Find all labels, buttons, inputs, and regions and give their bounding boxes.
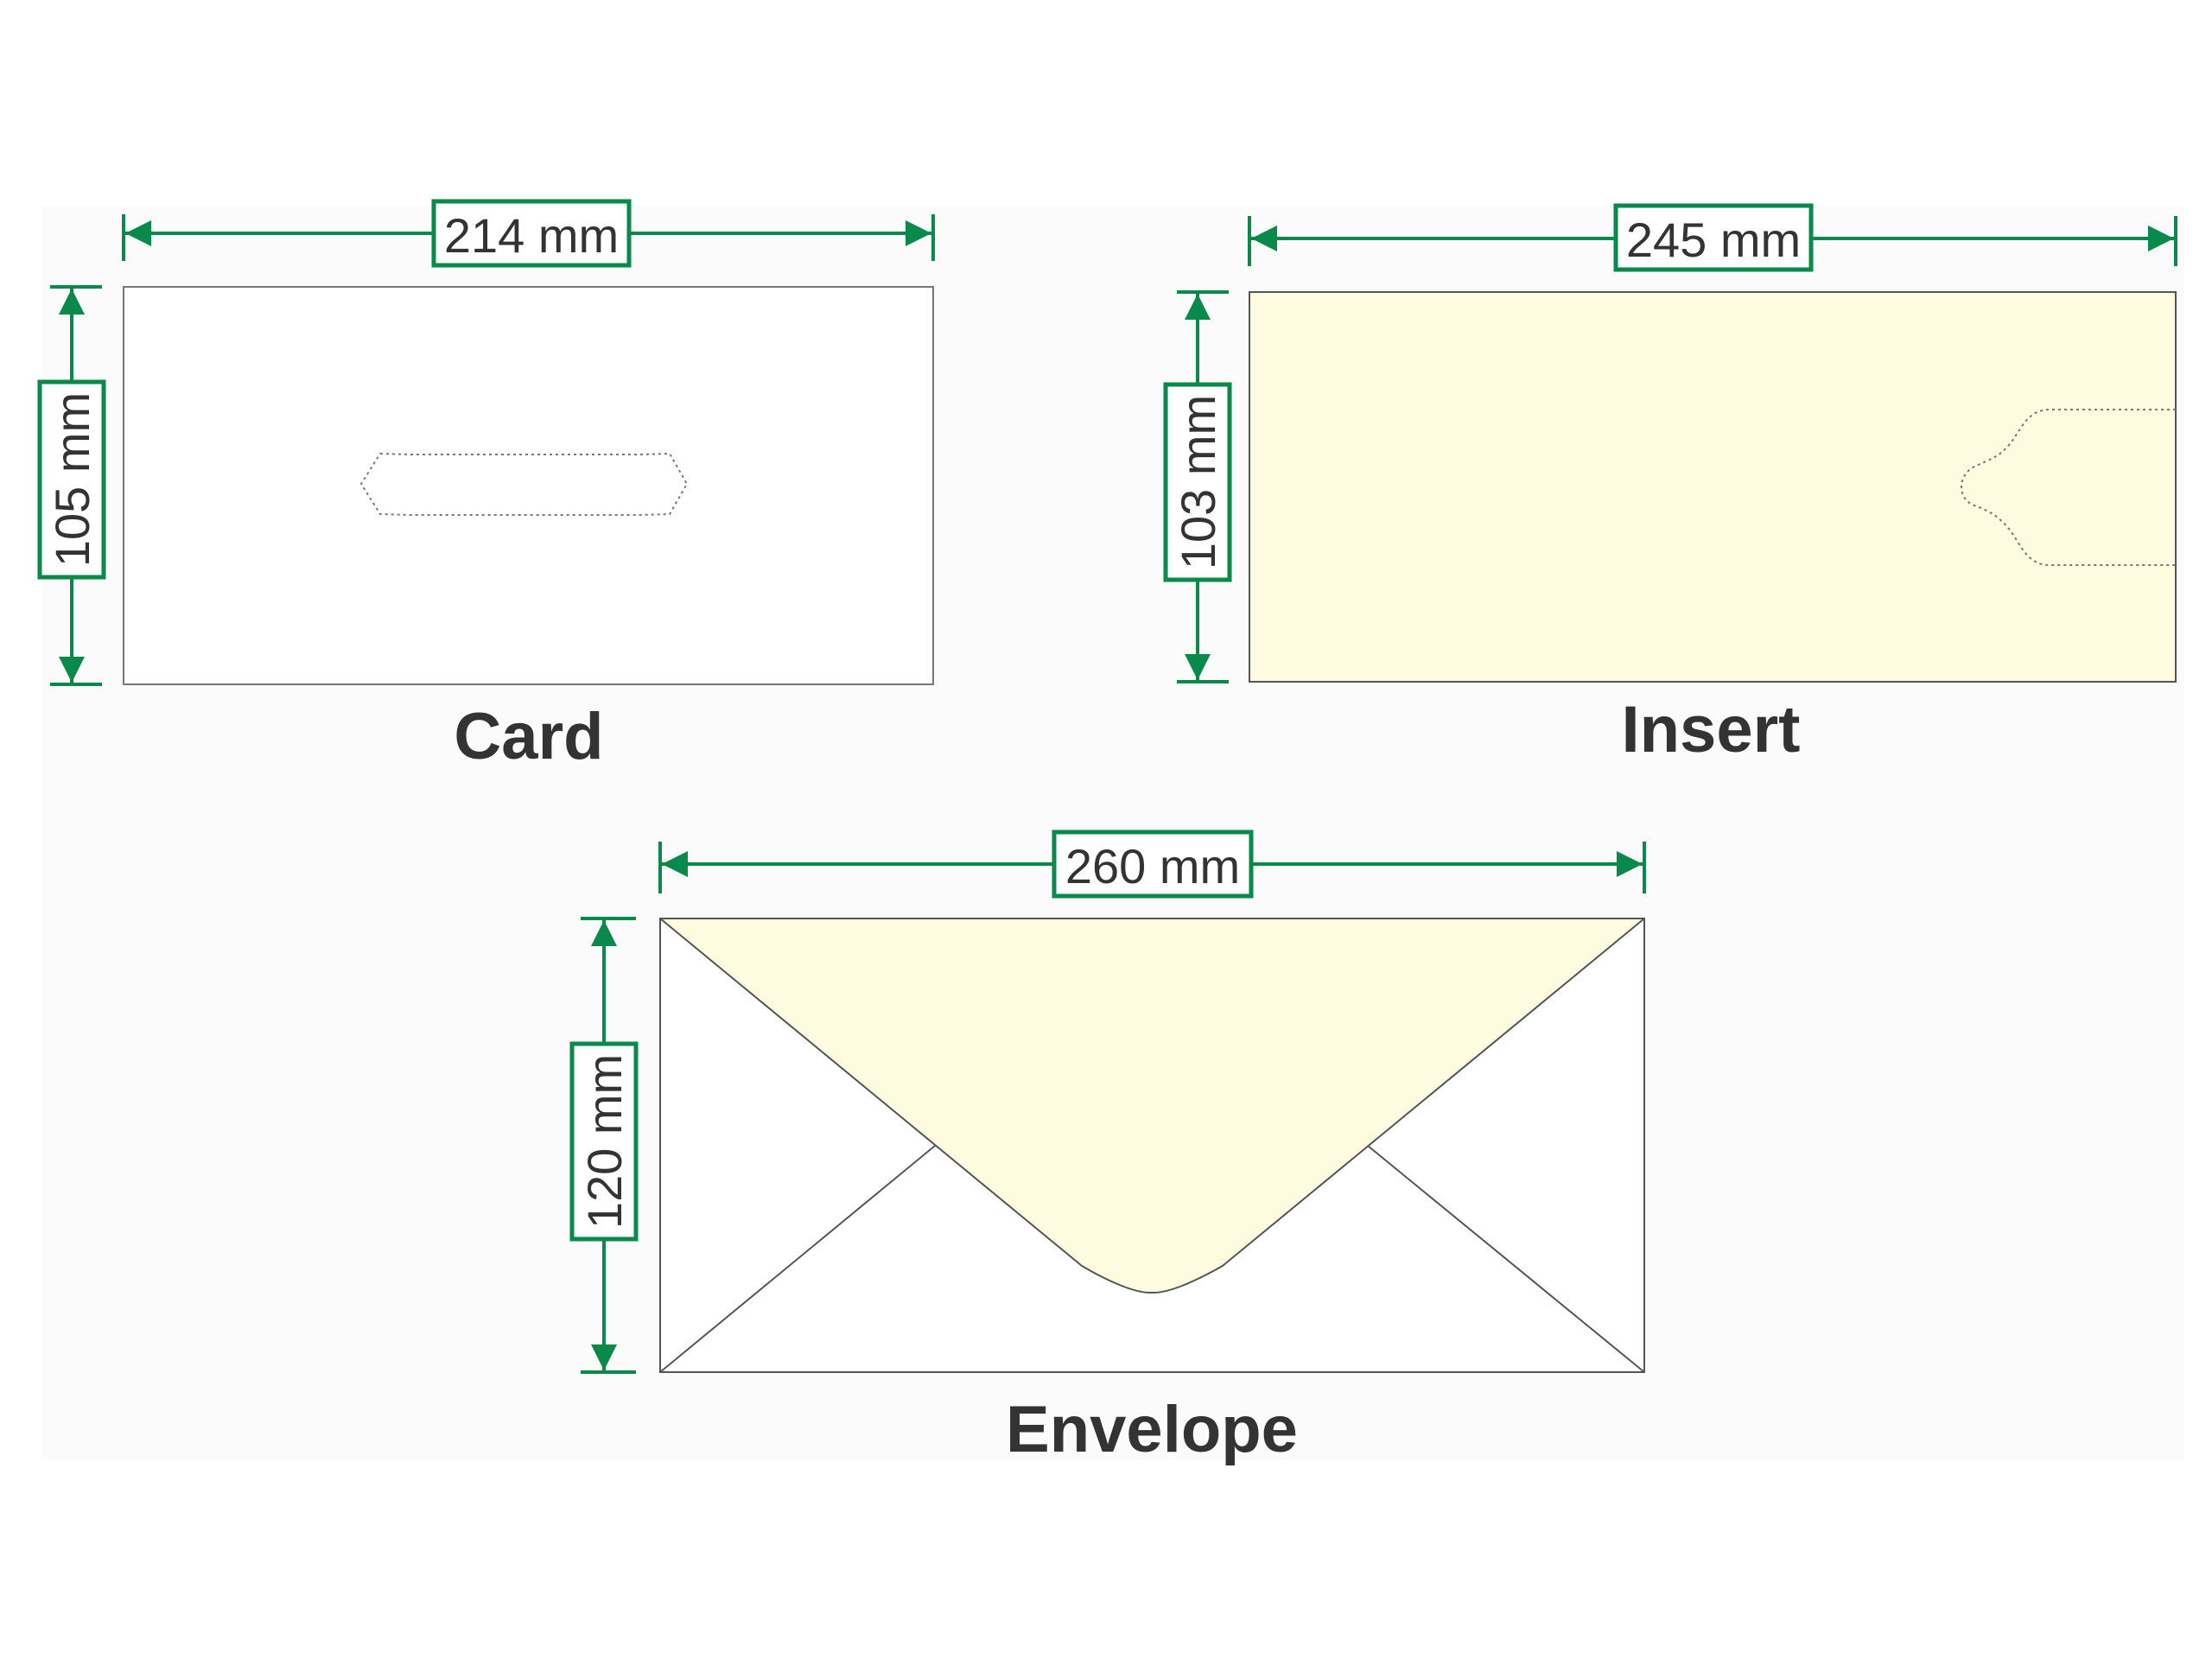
- card-height-dimension: 105 mm: [37, 285, 106, 686]
- envelope-width-label-box: [1052, 830, 1254, 899]
- insert-width-label-box: [1613, 203, 1814, 272]
- envelope-flap: [659, 918, 1645, 1294]
- card-diagram: 214 mm 105 mm Card: [37, 199, 935, 773]
- insert-height-label-box: [1163, 382, 1232, 582]
- card-height-label-box: [37, 379, 106, 580]
- envelope-height-dimension: 120 mm: [569, 917, 639, 1374]
- envelope-diagram: 260 mm 120 mm Envelope: [569, 830, 1646, 1466]
- insert-height-label: 103 mm: [1171, 395, 1225, 569]
- card-width-label-box: [431, 199, 632, 268]
- insert-outline: [1249, 291, 2177, 683]
- card-width-dimension: 214 mm: [122, 199, 935, 268]
- envelope-title: Envelope: [1006, 1393, 1298, 1466]
- envelope-fold-right: [1367, 1145, 1645, 1373]
- card-outline: [123, 286, 934, 685]
- envelope-fold-left: [659, 1145, 936, 1373]
- insert-width-dimension: 245 mm: [1248, 203, 2177, 272]
- card-width-label: 214 mm: [444, 208, 619, 263]
- insert-title: Insert: [1622, 693, 1801, 766]
- insert-width-label: 245 mm: [1626, 213, 1801, 267]
- envelope-height-label-box: [569, 1041, 639, 1242]
- card-slot-cutout: [359, 452, 689, 516]
- insert-diagram: 245 mm 103 mm Insert: [1163, 203, 2177, 766]
- insert-height-dimension: 103 mm: [1163, 290, 1232, 683]
- card-title: Card: [454, 700, 603, 773]
- insert-tab-cutout: [1961, 409, 2176, 566]
- card-height-label: 105 mm: [45, 392, 99, 567]
- envelope-width-label: 260 mm: [1065, 839, 1240, 893]
- envelope-height-label: 120 mm: [577, 1054, 632, 1229]
- envelope-width-dimension: 260 mm: [658, 830, 1646, 899]
